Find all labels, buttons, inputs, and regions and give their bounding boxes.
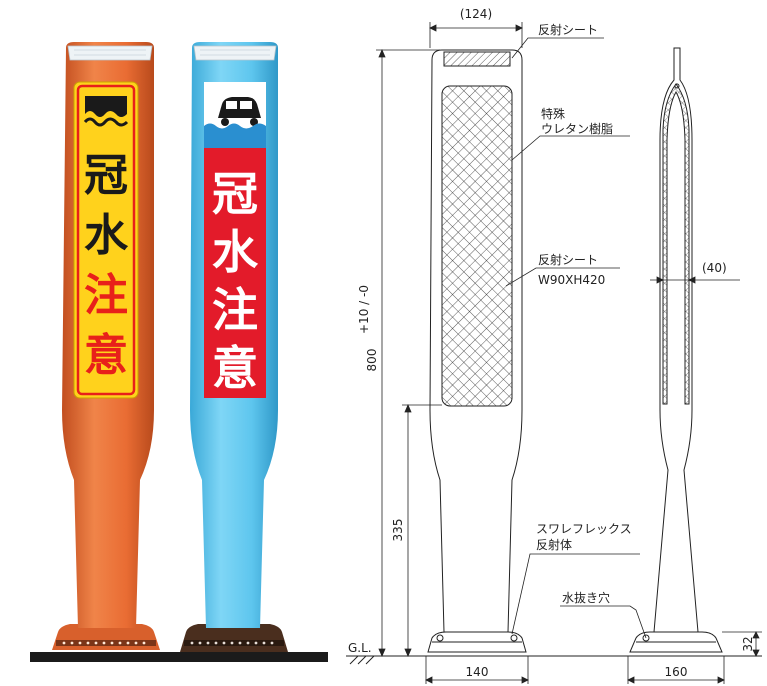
blue-base-reflectors <box>190 641 274 645</box>
side-reflective-sheet <box>662 83 690 405</box>
ground-level-label: G.L. <box>348 641 372 655</box>
flood-water-icon <box>83 96 129 136</box>
ground-line <box>346 655 762 665</box>
blue-sign-panel <box>204 148 266 398</box>
drain-hole <box>642 634 650 642</box>
dim-thickness: (40) <box>702 261 727 275</box>
blue-base-band <box>184 640 284 646</box>
front-base <box>427 631 527 653</box>
callout-drain-hole: 水抜き穴 <box>562 590 610 605</box>
dim-base-side: 160 <box>665 665 688 679</box>
dim-base-height: 32 <box>741 636 755 651</box>
callout-swareflex-line2: 反射体 <box>536 537 572 552</box>
callout-swareflex-line1: スワレフレックス <box>536 522 632 536</box>
callout-reflect-top: 反射シート <box>538 22 598 37</box>
dim-lower-height: 335 <box>391 519 405 542</box>
sign-character: 意 <box>212 341 258 395</box>
orange-base-reflectors <box>62 641 146 645</box>
callout-leaders <box>505 37 647 639</box>
dim-width-top: (124) <box>460 7 492 21</box>
callout-reflect-sheet: 反射シート <box>538 252 598 267</box>
sign-character: 水 <box>212 225 259 279</box>
dim-base-front: 140 <box>466 665 489 679</box>
front-reflective-sheet <box>441 85 513 407</box>
dim-total-height: 800 <box>365 349 379 372</box>
blue-top-reflector <box>193 45 277 61</box>
front-base-reflectors <box>436 634 518 642</box>
dim-total-height-tolerance: +10 / -0 <box>357 285 371 334</box>
dimension-lines <box>376 22 762 684</box>
car-in-water-icon <box>204 97 266 148</box>
side-base <box>629 631 723 653</box>
sign-character: 冠 <box>212 167 258 221</box>
blue-base <box>180 624 288 652</box>
sign-character: 水 <box>84 210 129 261</box>
sign-character: 意 <box>84 330 128 381</box>
orange-top-reflector <box>67 45 153 61</box>
front-top-reflector <box>443 51 511 67</box>
side-view-drawing <box>629 47 723 653</box>
front-view-drawing <box>427 49 527 653</box>
orange-sign-panel <box>73 81 139 399</box>
ground-strip <box>30 652 328 662</box>
callout-material-line2: ウレタン樹脂 <box>541 121 613 136</box>
side-post-outline <box>653 47 699 633</box>
orange-base-band <box>56 640 156 646</box>
sign-character: 注 <box>212 283 258 337</box>
sign-character: 冠 <box>84 150 128 201</box>
sign-character: 注 <box>84 270 128 321</box>
callout-material-line1: 特殊 <box>541 106 565 121</box>
callout-reflect-size: W90XH420 <box>538 273 605 287</box>
